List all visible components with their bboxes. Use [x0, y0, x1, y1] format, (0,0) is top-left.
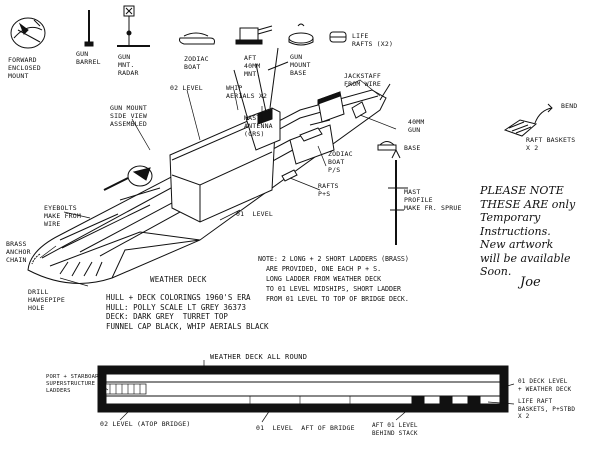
mast-profile-label: MAST PROFILE MAKE FR. SPRUE [404, 188, 462, 212]
port-starboard-ladders-label: PORT + STARBOARD SUPERSTRUCTURE LADDERS [46, 374, 103, 394]
aft-o1-level-label: AFT 01 LEVEL BEHIND STACK [372, 422, 418, 437]
colorings-note: HULL + DECK COLORINGS 1960's ERA HULL: P… [106, 293, 269, 331]
weather-deck-label: WEATHER DECK [150, 275, 207, 284]
rafts-ps-label: RAFTS P+S [318, 182, 339, 198]
mast-profile-drawing [388, 148, 408, 245]
o1-aft-bridge-label: 01 LEVEL AFT OF BRIDGE [256, 424, 355, 432]
raft-basket-drawing [503, 103, 553, 137]
weather-deck-all-round-label: WEATHER DECK ALL ROUND [210, 353, 308, 361]
strip-callouts [97, 360, 515, 423]
zodiac-boat-drawing [179, 32, 215, 45]
brass-anchor-label: BRASS ANCHOR CHAIN [6, 240, 31, 264]
ship-hull-drawing [27, 47, 391, 284]
gun-mount-base-label: GUN MOUNT BASE [290, 53, 311, 77]
zodiac-boat-label: ZODIAC BOAT [184, 55, 209, 71]
o1-level-label: 01 LEVEL [236, 210, 274, 218]
forward-mount-label: FORWARD ENCLOSED MOUNT [8, 56, 41, 80]
o1-deck-level-label: 01 DECK LEVEL + WEATHER DECK [518, 378, 572, 393]
gun-mount-side-label: GUN MOUNT SIDE VIEW ASSEMBLED [110, 104, 148, 128]
gun-mount-radar-label: GUN MNT. RADAR [118, 53, 139, 77]
forward-mount-drawing [10, 17, 46, 49]
life-rafts-drawing [329, 31, 347, 43]
o2-level-label: 02 LEVEL [170, 84, 203, 92]
mast-antenna-label: MAST ANTENNA (CRS) [244, 114, 273, 138]
drill-hawsepipe-label: DRILL HAWSEPIPE HOLE [28, 288, 66, 312]
raft-baskets-label: RAFT BASKETS x 2 [526, 136, 576, 152]
base-label: BASE [404, 144, 421, 152]
life-rafts-label: LIFE RAFTS (x2) [352, 32, 394, 48]
eyebolts-label: EYEBOLTS MAKE FROM WIRE [44, 204, 82, 228]
o2-atop-bridge-label: 02 LEVEL (ATOP BRIDGE) [100, 420, 191, 428]
life-raft-baskets-label: LIFE RAFT BASKETS, P+STBD x 2 [518, 398, 576, 420]
whip-aerials-label: WHIP AERIALS x2 [226, 84, 268, 100]
aft-40mm-label: AFT 40MM MNT. [244, 54, 261, 78]
gun-40mm-label: 40MM GUN [408, 118, 425, 134]
gun-base-part-drawing [377, 141, 397, 151]
gun-mount-radar-drawing [117, 5, 150, 47]
callout-lines [39, 79, 397, 287]
zodiac-boat-ps-label: ZODIAC BOAT P/S [328, 150, 353, 174]
gun-mount-base-drawing [288, 23, 314, 46]
bend-label: BEND [561, 102, 578, 110]
gun-barrel-drawing [84, 10, 94, 47]
signature: Joe [520, 275, 541, 290]
jackstaff-label: JACKSTAFF FROM WIRE [344, 72, 382, 88]
please-note-handwritten: PLEASE NOTE THESE ARE only Temporary Ins… [480, 184, 576, 278]
aft-40mm-mount-drawing [235, 25, 273, 45]
deck-layout-strip [97, 365, 509, 413]
ladder-note: NOTE: 2 LONG + 2 SHORT LADDERS (BRASS) A… [258, 255, 409, 303]
gun-barrel-label: GUN BARREL [76, 50, 101, 66]
